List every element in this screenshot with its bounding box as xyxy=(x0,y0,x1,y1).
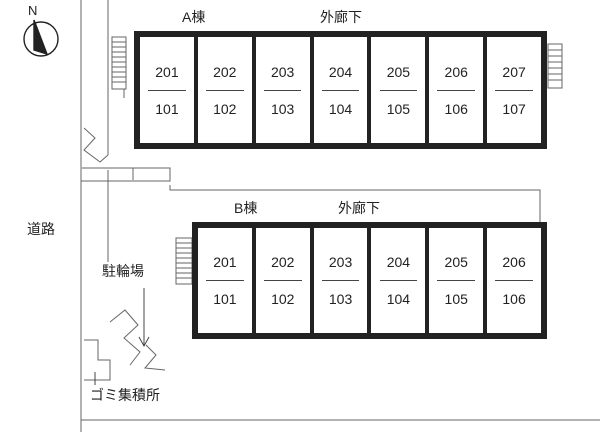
unit-upper-number: 207 xyxy=(502,63,526,80)
building-a-name: A棟 xyxy=(182,9,206,25)
unit-divider xyxy=(321,89,360,91)
unit-lower-number: 103 xyxy=(270,100,295,117)
unit-upper-number: 202 xyxy=(213,63,237,80)
unit-lower-number: 101 xyxy=(155,100,179,117)
stairs-a-right xyxy=(547,43,563,89)
unit-a-1[interactable]: 201 101 xyxy=(140,37,194,143)
unit-lower-number: 104 xyxy=(386,291,411,307)
entrance-zigzag-top xyxy=(83,127,109,163)
unit-divider xyxy=(205,89,244,91)
unit-upper-number: 202 xyxy=(271,254,295,270)
north-label: N xyxy=(28,3,38,18)
unit-divider xyxy=(437,89,476,91)
unit-divider xyxy=(206,280,244,281)
unit-upper-number: 201 xyxy=(155,63,179,80)
approach-lines-2 xyxy=(144,344,166,371)
building-a-corridor-label: 外廊下 xyxy=(320,9,362,25)
unit-a-3[interactable]: 203 103 xyxy=(255,37,310,143)
corridor-outline-b xyxy=(169,185,541,222)
unit-upper-number: 205 xyxy=(386,63,411,80)
unit-upper-number: 203 xyxy=(270,63,295,80)
unit-upper-number: 204 xyxy=(386,254,411,270)
unit-divider xyxy=(495,280,533,281)
unit-divider xyxy=(379,89,418,91)
approach-lines xyxy=(109,309,141,366)
unit-lower-number: 102 xyxy=(213,100,237,117)
unit-divider xyxy=(495,89,533,91)
unit-a-7[interactable]: 207 107 xyxy=(487,37,542,143)
stairs-b-left xyxy=(175,237,193,285)
unit-upper-number: 203 xyxy=(328,254,353,270)
unit-a-6[interactable]: 206 106 xyxy=(429,37,484,143)
north-arrow-icon xyxy=(23,19,59,57)
building-b-name: B棟 xyxy=(234,200,258,216)
unit-lower-number: 102 xyxy=(271,291,295,307)
unit-a-2[interactable]: 202 102 xyxy=(197,37,252,143)
unit-divider xyxy=(263,89,302,91)
garbage-collection-label: ゴミ集積所 xyxy=(90,387,160,403)
unit-divider xyxy=(379,280,418,281)
unit-b-1[interactable]: 201 101 xyxy=(198,228,252,333)
unit-lower-number: 107 xyxy=(502,100,526,117)
site-line-middle xyxy=(81,167,171,182)
unit-upper-number: 205 xyxy=(444,254,468,270)
road-label: 道路 xyxy=(27,221,55,237)
unit-a-4[interactable]: 204 104 xyxy=(313,37,368,143)
unit-upper-number: 201 xyxy=(213,254,237,270)
unit-divider xyxy=(437,280,476,281)
unit-divider xyxy=(148,89,186,91)
unit-divider xyxy=(263,280,302,281)
unit-divider xyxy=(321,280,360,281)
stairs-a-left xyxy=(111,36,127,90)
unit-lower-number: 105 xyxy=(444,291,468,307)
garbage-enclosure xyxy=(84,339,111,381)
bicycle-parking-arrow-icon xyxy=(138,288,150,348)
building-b: 201 101 202 102 203 103 204 104 205 105 206 10… xyxy=(192,222,547,339)
unit-lower-number: 106 xyxy=(444,100,468,117)
unit-b-4[interactable]: 204 104 xyxy=(371,228,426,333)
building-b-corridor-label: 外廊下 xyxy=(338,200,380,216)
unit-lower-number: 104 xyxy=(328,100,353,117)
unit-lower-number: 105 xyxy=(386,100,411,117)
unit-lower-number: 103 xyxy=(328,291,353,307)
unit-b-2[interactable]: 202 102 xyxy=(255,228,310,333)
unit-lower-number: 101 xyxy=(213,291,237,307)
building-a: 201 101 202 102 203 103 204 104 205 105 206 10… xyxy=(134,31,547,149)
unit-b-3[interactable]: 203 103 xyxy=(313,228,368,333)
unit-upper-number: 206 xyxy=(444,63,468,80)
unit-b-5[interactable]: 205 105 xyxy=(429,228,484,333)
unit-b-6[interactable]: 206 106 xyxy=(487,228,541,333)
unit-lower-number: 106 xyxy=(502,291,526,307)
unit-a-5[interactable]: 205 105 xyxy=(371,37,426,143)
unit-upper-number: 206 xyxy=(502,254,526,270)
unit-upper-number: 204 xyxy=(328,63,353,80)
bicycle-parking-label: 駐輪場 xyxy=(102,263,144,279)
